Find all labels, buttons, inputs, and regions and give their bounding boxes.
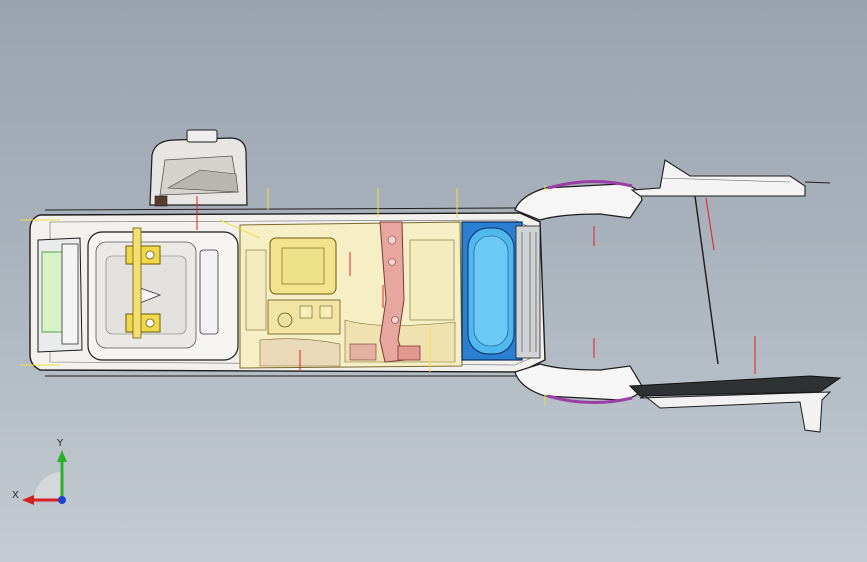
lower-armrest-arm-part[interactable] [514,363,842,433]
front-lid-part[interactable] [87,231,239,361]
construction-lines-yellow [20,185,546,405]
upper-armrest-arm-part[interactable] [514,159,831,221]
latch-bracket-part[interactable] [125,227,161,339]
x-axis-arrow [22,495,34,505]
x-axis-label: X [12,490,19,501]
orientation-triad[interactable]: Y X [10,436,80,516]
y-axis-arrow [57,450,67,462]
construction-lines-red [196,196,756,374]
y-axis-label: Y [56,438,64,449]
storage-bin-part[interactable] [461,221,541,361]
upper-hinge-part[interactable] [149,129,248,207]
reinforcement-bracket-part[interactable] [349,221,421,363]
support-strut [694,195,719,365]
cup-holder-trim-part[interactable] [239,221,463,369]
front-bezel-part[interactable] [37,237,83,353]
triad-base-sector [34,472,62,500]
z-axis-dot [58,496,66,504]
